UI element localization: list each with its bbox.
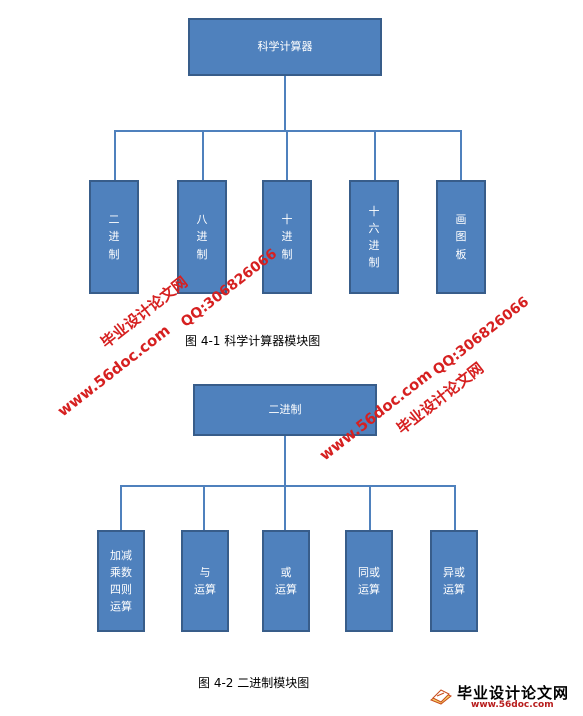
- child-node-label: 同或 运算: [358, 565, 380, 596]
- child-node-label: 十 进 制: [281, 213, 293, 261]
- child-node-arithmetic: 加减 乘数 四则 运算: [97, 530, 145, 632]
- child-node-label: 二 进 制: [108, 213, 120, 261]
- child-node-xor: 异或 运算: [430, 530, 478, 632]
- connector-line: [460, 130, 462, 181]
- connector-line: [120, 485, 122, 531]
- connector-line: [120, 485, 456, 487]
- child-node-label: 画 图 板: [455, 213, 467, 261]
- child-node-binary: 二 进 制: [89, 180, 139, 294]
- root-node-binary: 二进制: [193, 384, 377, 436]
- connector-line: [284, 485, 286, 531]
- child-node-label: 加减 乘数 四则 运算: [110, 548, 132, 614]
- child-node-octal: 八 进 制: [177, 180, 227, 294]
- child-node-xnor: 同或 运算: [345, 530, 393, 632]
- connector-line: [284, 436, 286, 486]
- connector-line: [203, 485, 205, 531]
- figure-caption-2: 图 4-2 二进制模块图: [198, 676, 310, 690]
- child-node-and: 与 运算: [181, 530, 229, 632]
- child-node-or: 或 运算: [262, 530, 310, 632]
- logo-title: 毕业设计论文网: [457, 684, 570, 702]
- child-node-label: 十 六 进 制: [368, 204, 380, 270]
- child-node-label: 八 进 制: [196, 213, 208, 261]
- connector-line: [369, 485, 371, 531]
- connector-line: [114, 130, 462, 132]
- root-node-label: 二进制: [268, 403, 302, 417]
- connector-line: [454, 485, 456, 531]
- connector-line: [284, 76, 286, 131]
- figure-caption-1: 图 4-1 科学计算器模块图: [185, 334, 321, 348]
- child-node-label: 或 运算: [275, 565, 297, 596]
- child-node-label: 异或 运算: [443, 565, 465, 596]
- root-node-label: 科学计算器: [257, 40, 313, 54]
- site-logo: 毕业设计论文网 www.56doc.com: [427, 682, 577, 712]
- child-node-label: 与 运算: [194, 565, 216, 596]
- root-node-scientific-calculator: 科学计算器: [188, 18, 382, 76]
- connector-line: [114, 130, 116, 181]
- connector-line: [286, 130, 288, 181]
- connector-line: [202, 130, 204, 181]
- child-node-hexadecimal: 十 六 进 制: [349, 180, 399, 294]
- book-icon: [430, 689, 452, 705]
- child-node-drawing-board: 画 图 板: [436, 180, 486, 294]
- child-node-decimal: 十 进 制: [262, 180, 312, 294]
- logo-url: www.56doc.com: [471, 700, 554, 710]
- connector-line: [374, 130, 376, 181]
